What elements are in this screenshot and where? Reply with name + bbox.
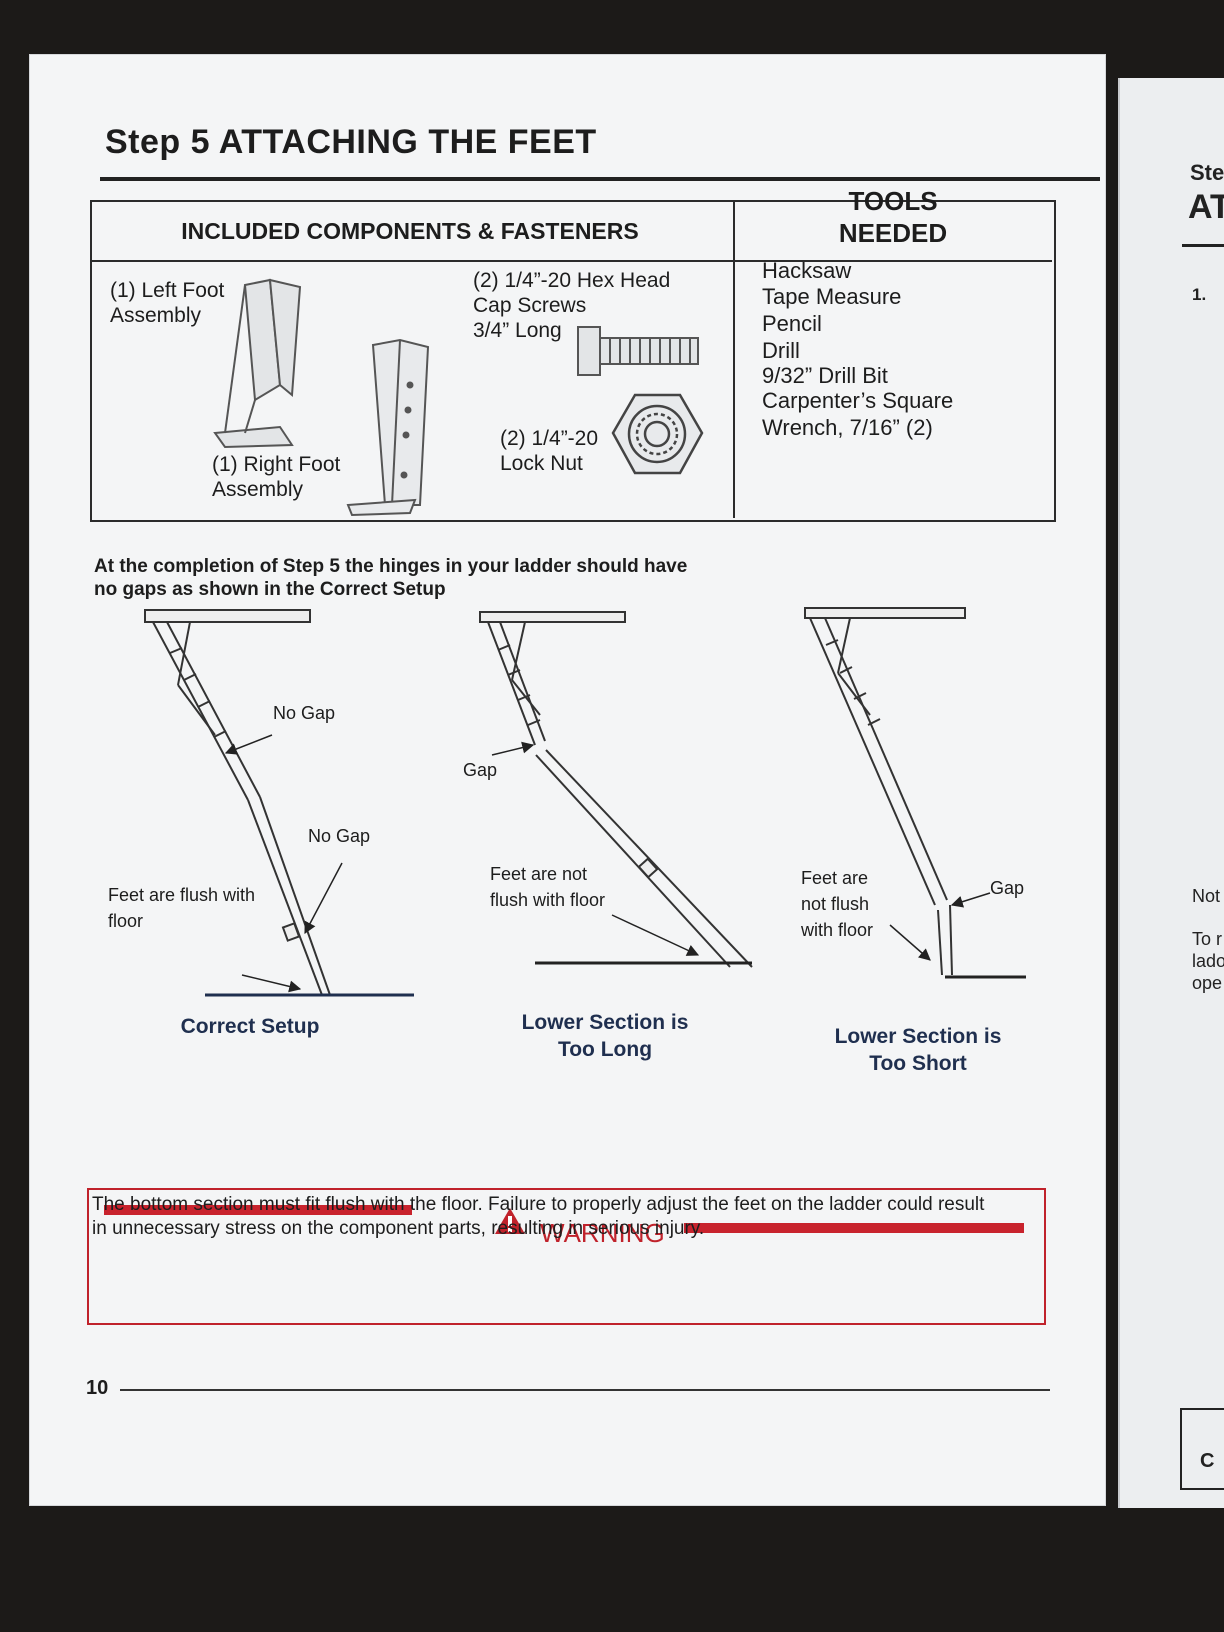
warning-title: WARNING [540,1218,665,1248]
right-foot-line: (1) Right Foot [212,453,341,476]
right-foot-icon [346,338,430,517]
next-page-heading: AT [1188,188,1224,226]
cap-screw-icon [577,326,699,376]
tool-item: 9/32” Drill Bit [762,363,888,388]
warning-text-line: The bottom section must fit flush with t… [92,1194,985,1215]
cap-screws-label: (2) 1/4”-20 Hex Head Cap Screws 3/4” Lon… [473,268,670,343]
warning-text: The bottom section must fit flush with t… [92,1193,1032,1241]
cap-screws-line: 3/4” Long [473,319,562,342]
correct-flush-line: Feet are flush with [108,885,256,905]
next-page-item: 1. [1192,285,1207,304]
flush-arrow [241,974,302,993]
too-long-ladder [479,611,753,968]
table-column-divider [733,200,735,518]
too-short-caption-line: Too Short [869,1052,967,1075]
lock-nut-line: Lock Nut [500,452,583,475]
next-page-note: Not [1192,886,1221,906]
lock-nut-icon [611,393,704,475]
next-page-edge: Ste AT 1. Not To r lado ope C [1118,78,1224,1508]
next-page-box [1180,1408,1224,1490]
page-number-rule [120,1389,1050,1391]
too-long-caption: Lower Section is Too Long [500,1009,710,1063]
too-short-not-flush-line: Feet are [801,868,869,888]
tool-item: Pencil [762,311,822,336]
correct-flush-line: floor [108,911,144,931]
manual-page: Step 5 ATTACHING THE FEET INCLUDED COMPO… [30,55,1105,1505]
page-number: 10 [86,1377,109,1399]
lock-nut-line: (2) 1/4”-20 [500,427,599,450]
next-page-text-line: ope [1192,973,1223,993]
warning-bar-left [104,1205,412,1215]
right-foot-line: Assembly [212,478,304,501]
tool-item: Drill [762,338,800,363]
cap-screws-line: (2) 1/4”-20 Hex Head [473,269,671,292]
next-page-text-line: lado [1192,951,1224,971]
too-short-gap-label: Gap [990,878,1025,898]
no-gap-arrow-1 [224,734,273,755]
next-page-box-letter: C [1200,1450,1215,1472]
too-short-not-flush-line: with floor [801,920,874,940]
completion-line: no gaps as shown in the Correct Setup [94,579,446,600]
too-short-ladder [804,607,1026,979]
too-long-not-flush-label: Feet are not flush with floor [490,861,605,913]
completion-line: At the completion of Step 5 the hinges i… [94,556,688,577]
too-short-not-flush-line: not flush [801,894,870,914]
title-rule [100,177,1100,181]
next-page-text-line: To r [1192,929,1223,949]
lock-nut-label: (2) 1/4”-20 Lock Nut [500,426,598,476]
correct-no-gap-label-2: No Gap [308,826,371,846]
too-long-caption-line: Lower Section is [521,1011,689,1034]
gap-arrow-short [950,892,991,908]
left-foot-label: (1) Left Foot Assembly [110,278,224,328]
next-page-rule [1182,244,1224,247]
too-long-not-flush-line: flush with floor [490,890,606,910]
too-long-gap-label: Gap [463,760,498,780]
completion-text: At the completion of Step 5 the hinges i… [94,555,794,601]
too-long-not-flush-line: Feet are not [490,864,588,884]
left-foot-line: (1) Left Foot [110,279,225,302]
no-gap-arrow-2 [304,862,343,935]
component-illustrations [213,278,704,517]
tool-item: Tape Measure [762,284,902,309]
not-flush-arrow-long [611,914,700,956]
warning-text-line: in unnecessary stress on the component p… [92,1218,705,1239]
tool-item: Hacksaw [762,258,852,283]
page-title: Step 5 ATTACHING THE FEET [105,123,597,161]
correct-setup-ladder [144,609,414,997]
too-short-not-flush-label: Feet are not flush with floor [801,865,873,943]
tool-item: Wrench, 7/16” (2) [762,415,933,440]
correct-setup-caption: Correct Setup [180,1015,320,1038]
too-short-caption: Lower Section is Too Short [808,1023,1028,1077]
left-foot-line: Assembly [110,304,202,327]
next-page-text: To r lado ope [1192,928,1224,994]
too-short-caption-line: Lower Section is [834,1025,1002,1048]
warning-triangle-icon [495,1208,525,1234]
warning-box [87,1188,1046,1325]
ladder-diagrams [144,607,1026,997]
cap-screws-line: Cap Screws [473,294,587,317]
tools-header: TOOLS NEEDED [735,185,1051,249]
not-flush-arrow-short [889,924,931,961]
tool-item: Carpenter’s Square [762,388,954,413]
right-foot-label: (1) Right Foot Assembly [212,452,340,502]
tools-header-line: TOOLS [848,186,938,216]
components-header: INCLUDED COMPONENTS & FASTENERS [181,218,639,244]
left-foot-icon [213,278,302,449]
table-header-divider [90,260,1052,262]
warning-bar-right [684,1223,1024,1233]
correct-flush-label: Feet are flush with floor [108,882,255,934]
components-table [90,200,1056,522]
tools-header-line: NEEDED [838,218,948,248]
gap-arrow-long [491,741,535,756]
too-long-caption-line: Too Long [557,1038,653,1061]
next-page-step: Ste [1190,160,1224,185]
correct-no-gap-label-1: No Gap [273,703,336,723]
